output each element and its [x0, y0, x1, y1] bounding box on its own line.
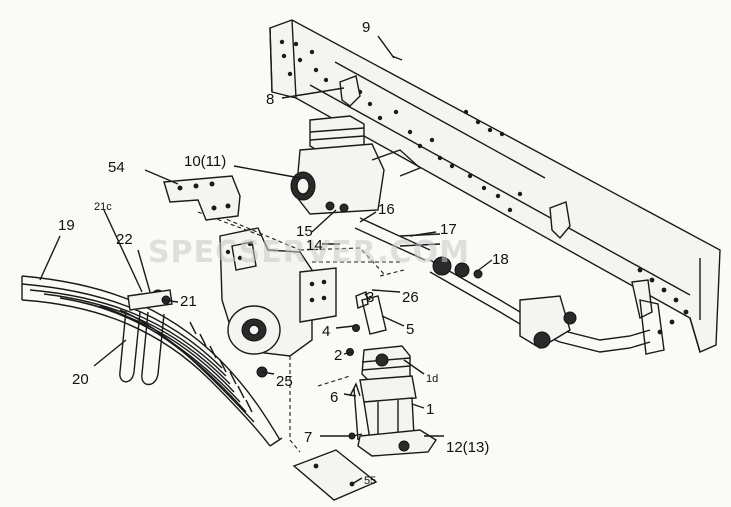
callout-54: 54	[108, 159, 125, 176]
callout-21c: 21c	[94, 201, 112, 213]
frame-brackets	[339, 75, 653, 320]
center-hanger	[219, 227, 337, 378]
callout-12-13: 12(13)	[446, 439, 489, 456]
callout-1: 1	[426, 401, 434, 418]
callout-4: 4	[322, 323, 330, 340]
callout-labels: 9 8 54 10(11) 21c 19 22 15 16 17 14 18 2…	[58, 19, 509, 487]
callout-20: 20	[72, 371, 89, 388]
callout-6: 6	[330, 389, 338, 406]
callout-3: 3	[366, 289, 374, 306]
leader-lines	[39, 35, 493, 485]
callout-16: 16	[378, 201, 395, 218]
callout-55: 55	[364, 475, 376, 487]
frame-rail	[269, 19, 721, 353]
leaf-spring	[21, 275, 283, 447]
callout-18: 18	[492, 251, 509, 268]
lower-air-chamber	[349, 345, 437, 457]
callout-9: 9	[362, 19, 370, 36]
u-bolts	[119, 289, 173, 386]
plate-54	[163, 175, 241, 221]
callout-22: 22	[116, 231, 133, 248]
callout-14: 14	[306, 237, 323, 254]
callout-15: 15	[296, 223, 313, 240]
assembly-lines	[197, 211, 405, 453]
callout-19: 19	[58, 217, 75, 234]
callout-17: 17	[440, 221, 457, 238]
callout-25: 25	[276, 373, 293, 390]
callout-21: 21	[180, 293, 197, 310]
frame-rail-holes	[279, 39, 689, 335]
callout-2: 2	[334, 347, 342, 364]
callout-26: 26	[402, 289, 419, 306]
callout-10-11: 10(11)	[184, 153, 226, 170]
watermark: SPECSERVER.COM	[148, 235, 470, 270]
upper-air-chamber	[290, 115, 422, 215]
callout-7: 7	[304, 429, 312, 446]
callout-5: 5	[406, 321, 414, 338]
callout-8: 8	[266, 91, 274, 108]
callout-1d: 1d	[426, 373, 438, 385]
control-arm	[429, 259, 665, 355]
